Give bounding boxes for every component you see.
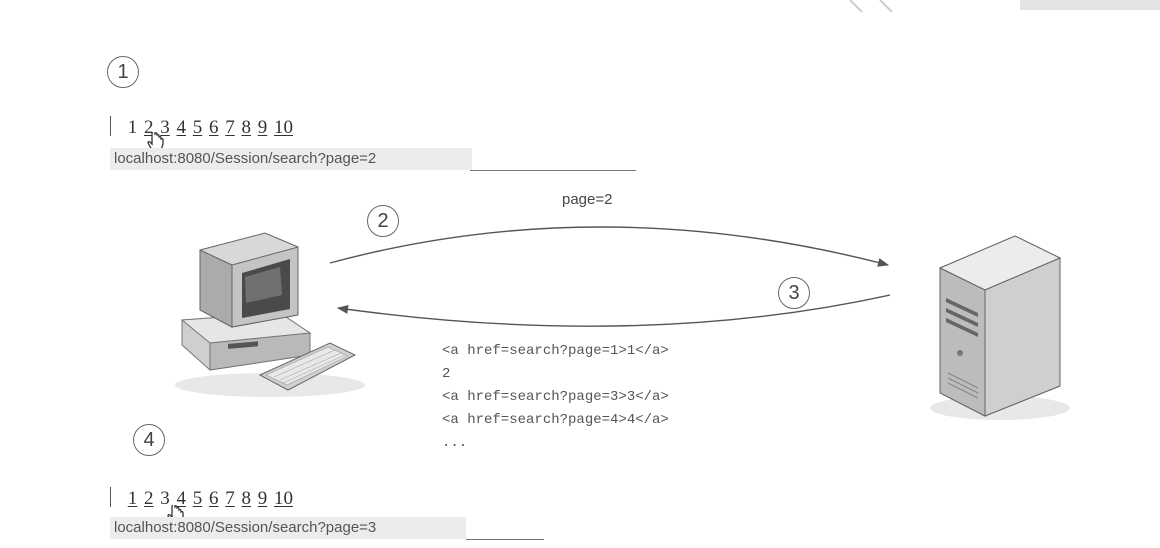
page-link-5[interactable]: 5 <box>192 117 203 138</box>
page-link-5[interactable]: 5 <box>192 488 203 509</box>
page-link-6[interactable]: 6 <box>209 488 219 509</box>
response-line-1: <a href=search?page=1>1</a> <box>442 343 669 359</box>
page-link-10[interactable]: 10 <box>274 488 293 509</box>
page-link-2[interactable]: 2 <box>144 488 154 509</box>
step-1-number: 1 <box>117 60 129 83</box>
step-2-number: 2 <box>377 209 389 232</box>
response-line-4: <a href=search?page=4>4</a> <box>442 412 669 428</box>
response-line-5: ... <box>442 435 468 451</box>
bottom-url-underline <box>466 539 544 540</box>
text-cursor-bar <box>110 116 111 136</box>
page-link-6[interactable]: 6 <box>209 117 219 138</box>
page-link-9[interactable]: 9 <box>257 117 268 138</box>
step-3-number: 3 <box>788 281 800 304</box>
top-edge-decoration <box>849 0 1160 12</box>
request-arrow <box>329 226 890 267</box>
top-url-underline <box>470 170 636 171</box>
step-2-badge: 2 <box>367 205 399 237</box>
step-4-number: 4 <box>143 428 155 451</box>
response-line-2: 2 <box>442 366 451 382</box>
page-link-10[interactable]: 10 <box>274 117 293 138</box>
page-link-9[interactable]: 9 <box>257 488 268 509</box>
page-link-2[interactable]: 2 <box>144 117 154 138</box>
top-pagination: 1 2 3 4 5 6 7 8 9 10 <box>110 116 295 139</box>
server-tower-icon <box>930 235 1070 420</box>
page-link-8[interactable]: 8 <box>241 117 252 138</box>
text-cursor-bar <box>110 487 111 507</box>
top-url-bar[interactable]: localhost:8080/Session/search?page=2 <box>110 148 472 170</box>
step-4-badge: 4 <box>133 424 165 456</box>
top-url-text: localhost:8080/Session/search?page=2 <box>114 150 377 167</box>
page-link-4[interactable]: 4 <box>176 488 187 509</box>
page-link-8[interactable]: 8 <box>241 488 252 509</box>
page-link-4[interactable]: 4 <box>176 117 187 138</box>
bottom-url-bar[interactable]: localhost:8080/Session/search?page=3 <box>110 517 466 539</box>
request-label: page=2 <box>562 191 613 208</box>
page-1-current: 1 <box>127 117 138 138</box>
page-3-current: 3 <box>160 488 170 509</box>
page-link-7[interactable]: 7 <box>225 117 235 138</box>
response-arrow <box>336 294 891 327</box>
page-link-7[interactable]: 7 <box>225 488 235 509</box>
response-html-snippet: <a href=search?page=1>1</a> 2 <a href=se… <box>442 340 669 455</box>
bottom-url-text: localhost:8080/Session/search?page=3 <box>114 519 377 536</box>
desktop-computer-icon <box>175 232 365 397</box>
hand-pointer-icon <box>147 132 164 151</box>
response-line-3: <a href=search?page=3>3</a> <box>442 389 669 405</box>
page-link-3[interactable]: 3 <box>160 117 170 138</box>
step-3-badge: 3 <box>778 277 810 309</box>
bottom-pagination: 1 2 3 4 5 6 7 8 9 10 <box>110 487 295 510</box>
step-1-badge: 1 <box>107 56 139 88</box>
page-link-1[interactable]: 1 <box>127 488 138 509</box>
